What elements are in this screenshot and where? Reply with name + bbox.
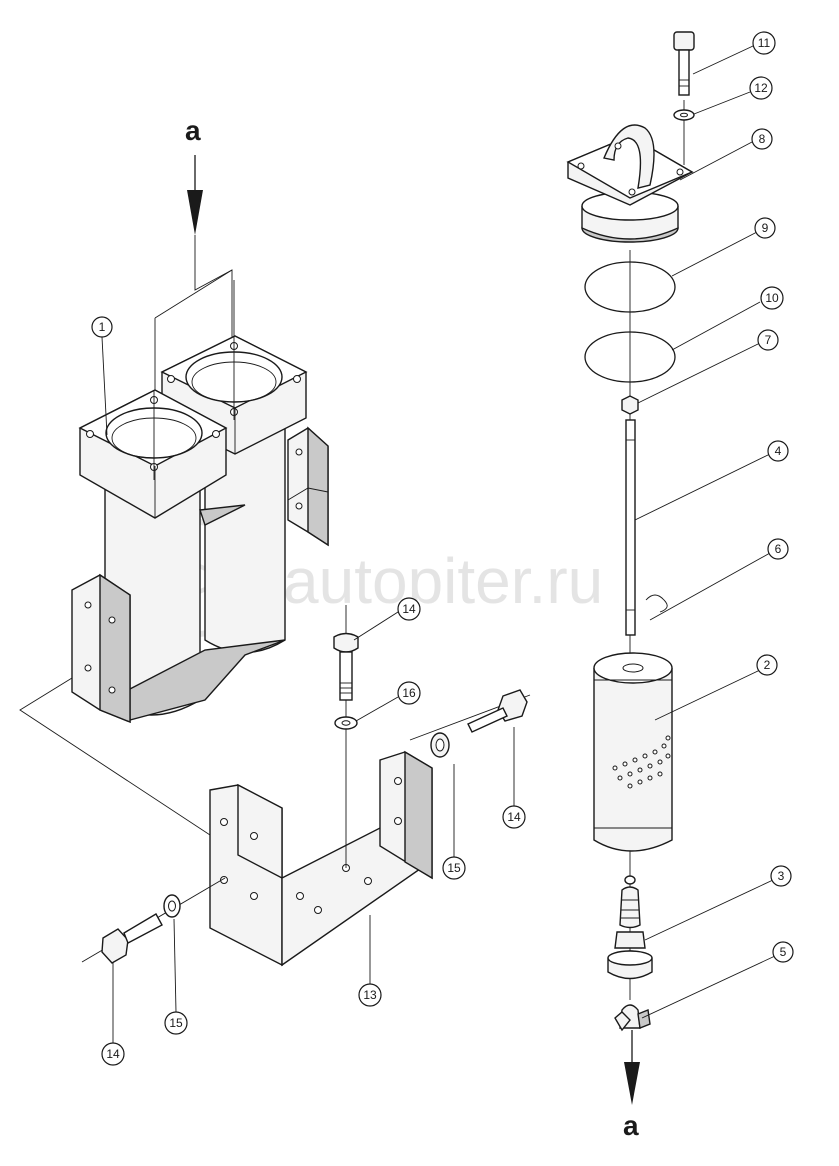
- svg-text:5: 5: [780, 945, 787, 959]
- outlet-flow-arrow: a: [623, 1030, 640, 1141]
- svg-text:7: 7: [765, 333, 772, 347]
- callout-16: 16: [397, 681, 421, 705]
- watermark-text: autopiter.ru: [283, 545, 603, 617]
- callout-9: 9: [754, 217, 776, 239]
- o-ring-lower: [584, 331, 676, 383]
- svg-text:15: 15: [169, 1016, 183, 1030]
- callout-10: 10: [760, 286, 784, 310]
- svg-text:6: 6: [775, 542, 782, 556]
- svg-text:13: 13: [363, 988, 377, 1002]
- callout-14-left: 14: [101, 1042, 125, 1066]
- callout-15-left: 15: [164, 1011, 188, 1035]
- rod-nut: [621, 395, 639, 415]
- svg-text:14: 14: [106, 1047, 120, 1061]
- svg-text:1: 1: [99, 320, 106, 334]
- svg-text:8: 8: [759, 132, 766, 146]
- svg-text:9: 9: [762, 221, 769, 235]
- svg-text:14: 14: [402, 602, 416, 616]
- leader-lines: [101, 45, 776, 1043]
- svg-text:3: 3: [778, 869, 785, 883]
- filter-cover: [566, 124, 694, 243]
- drain-cock: [614, 1004, 651, 1032]
- rod-seal: [645, 594, 668, 613]
- callout-6: 6: [767, 538, 789, 560]
- callout-2: 2: [756, 654, 778, 676]
- svg-text:4: 4: [775, 444, 782, 458]
- inlet-flow-arrow: a: [185, 115, 203, 235]
- flat-washer-top: [334, 716, 358, 730]
- svg-text:12: 12: [754, 81, 768, 95]
- filter-housing: [71, 235, 329, 724]
- callout-7: 7: [757, 329, 779, 351]
- cover-bolt: [673, 31, 695, 96]
- filter-element: [593, 652, 673, 852]
- svg-text:10: 10: [765, 291, 779, 305]
- lock-washer-left: [163, 894, 181, 918]
- svg-text:15: 15: [447, 861, 461, 875]
- callout-14-top: 14: [397, 597, 421, 621]
- svg-text:16: 16: [402, 686, 416, 700]
- o-ring-upper: [584, 261, 676, 313]
- u-bracket: [209, 750, 433, 967]
- svg-text:14: 14: [507, 810, 521, 824]
- drain-valve: [607, 875, 653, 980]
- centre-rod: [625, 419, 636, 636]
- callout-12: 12: [749, 76, 773, 100]
- callout-15-right: 15: [442, 856, 466, 880]
- filter-perforation: [612, 735, 671, 789]
- horizontal-bolt-left: [81, 877, 226, 964]
- callout-5: 5: [772, 941, 794, 963]
- outlet-label: a: [623, 1110, 639, 1141]
- callout-14-right: 14: [502, 805, 526, 829]
- vertical-bolt: [333, 605, 359, 868]
- cover-washer: [673, 109, 695, 121]
- svg-text:11: 11: [758, 36, 771, 50]
- lock-washer-right: [430, 732, 450, 758]
- callout-4: 4: [767, 440, 789, 462]
- svg-text:2: 2: [764, 658, 771, 672]
- callout-11: 11: [752, 31, 776, 55]
- callout-3: 3: [770, 865, 792, 887]
- horizontal-bolt-right: [409, 689, 531, 741]
- callout-8: 8: [751, 128, 773, 150]
- callout-1: 1: [91, 316, 113, 338]
- inlet-label: a: [185, 115, 201, 146]
- callout-13: 13: [358, 983, 382, 1007]
